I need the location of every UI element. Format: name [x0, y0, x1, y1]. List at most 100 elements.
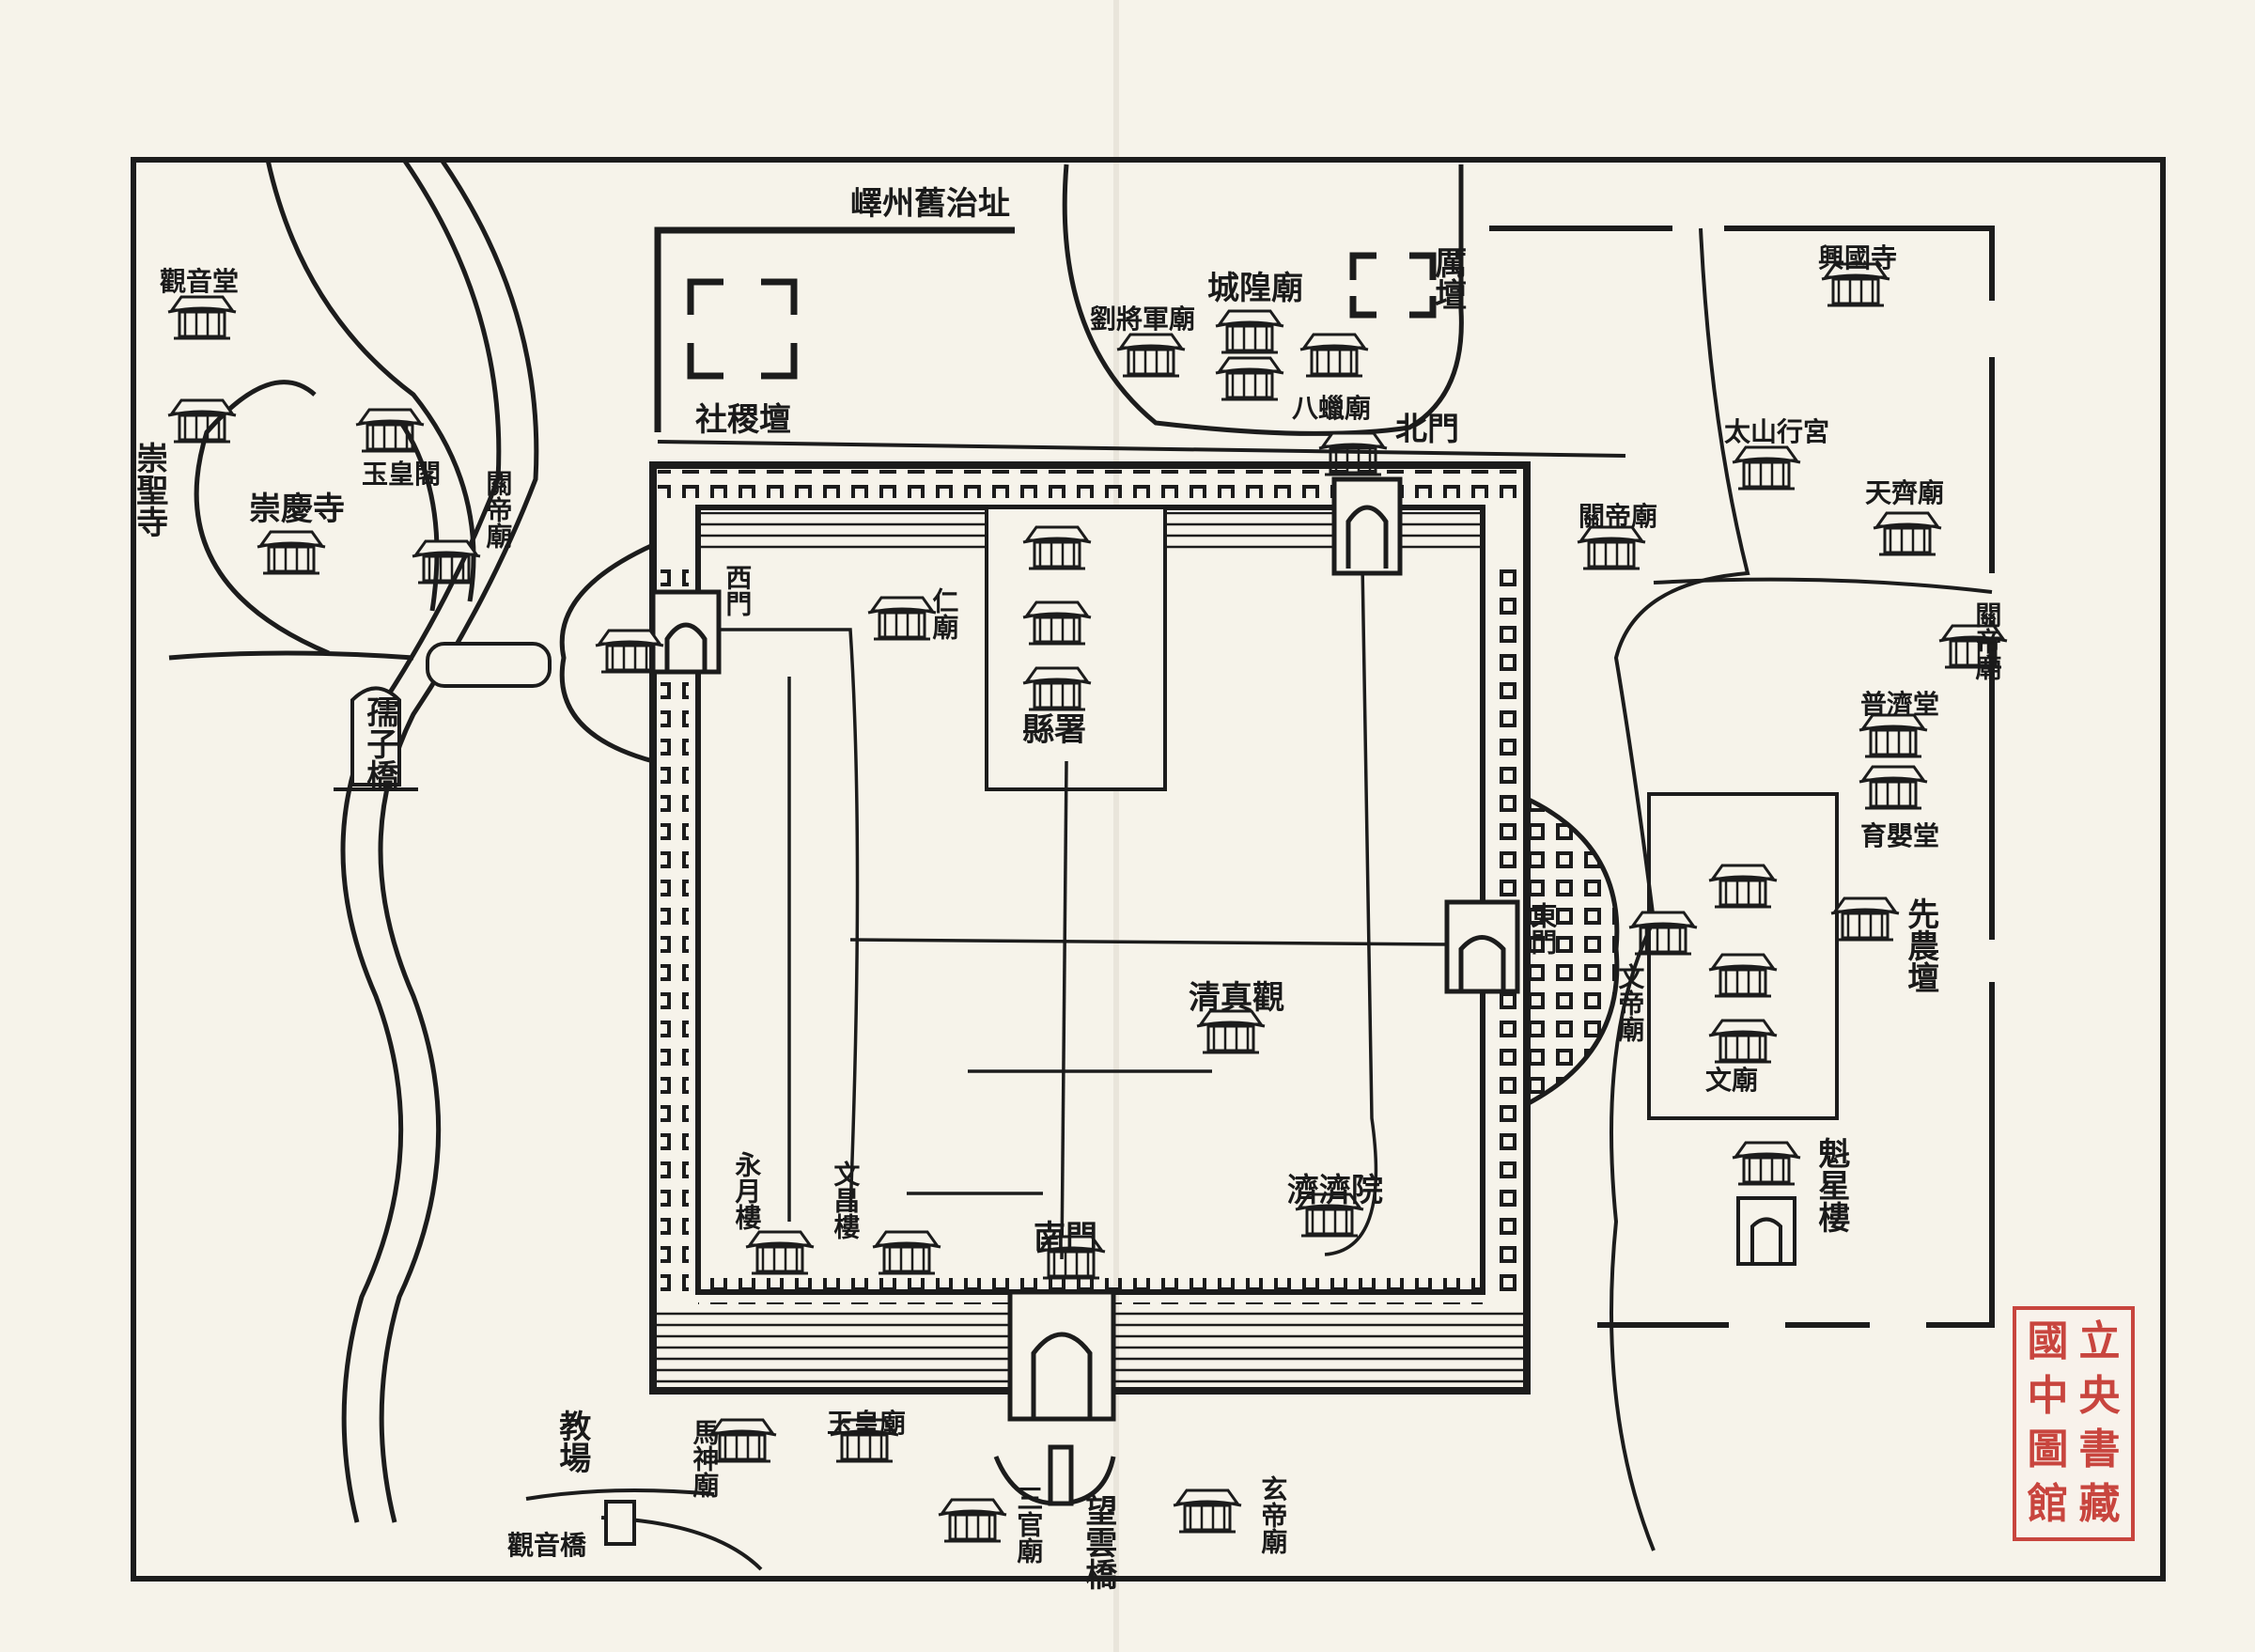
seal-char: 藏 — [2078, 1479, 2121, 1528]
west-bridge — [426, 642, 552, 688]
label-xiannong-tan: 先農壇 — [1901, 897, 1939, 993]
north-gate — [1331, 476, 1403, 576]
yamen-hall-3-icon — [1021, 666, 1093, 711]
east-road-2 — [1653, 577, 1993, 594]
seal-char: 立 — [2078, 1317, 2121, 1366]
label-guandi-miao-far-east: 關帝廟 — [1971, 601, 2003, 680]
seal-char: 國 — [2027, 1317, 2069, 1366]
label-renmiao: 仁廟 — [928, 587, 960, 640]
label-kuixing-lou: 魁星樓 — [1812, 1137, 1850, 1233]
label-yongyue-lou: 永月樓 — [731, 1151, 763, 1230]
east-road — [1610, 227, 1750, 1551]
label-chongsheng-si: 崇聖寺 — [130, 442, 168, 538]
chenghuang-temple-icon — [1214, 309, 1285, 354]
label-liu-jiangjun-miao: 劉將軍廟 — [1090, 304, 1196, 335]
label-taishan-xinggong: 太山行宮 — [1724, 416, 1830, 447]
sheji-compound — [654, 226, 1015, 432]
north-road — [657, 440, 1626, 458]
river — [168, 158, 539, 1523]
yuhuang-pavilion-icon — [354, 408, 426, 453]
label-guanyin-tang: 觀音堂 — [160, 266, 240, 297]
kuixing-tower-icon — [1731, 1141, 1802, 1186]
chenghuang-temple-hall-icon — [1214, 356, 1285, 401]
label-xingguo-si: 興國寺 — [1818, 242, 1898, 273]
bazha-temple-icon — [1299, 333, 1370, 378]
ren-temple-icon — [866, 596, 938, 641]
chenghuang-enclosure — [1062, 164, 1464, 436]
label-wenchang-lou: 文昌樓 — [830, 1161, 862, 1239]
taishan-palace-icon — [1731, 445, 1802, 491]
label-guanyin-qiao: 觀音橋 — [507, 1530, 587, 1561]
label-yuying-tang: 育嬰堂 — [1860, 820, 1940, 851]
tianqi-temple-icon — [1872, 511, 1943, 556]
guanyin-bridge — [604, 1500, 636, 1546]
ruzi-bridge-stele — [334, 686, 418, 791]
label-jiao-chang: 教場 — [552, 1410, 591, 1473]
puji-hall-icon — [1858, 713, 1929, 758]
label-xuandi-miao: 玄帝廟 — [1257, 1475, 1289, 1554]
yamen-hall-1-icon — [1021, 525, 1093, 570]
label-wen-miao: 文廟 — [1705, 1065, 1759, 1096]
label-yuhuang-ge: 玉皇閣 — [362, 459, 442, 490]
label-yuhuang-miao-south: 玉皇廟 — [827, 1408, 907, 1439]
chongqing-temple-icon — [256, 530, 327, 575]
yongyue-tower-icon — [744, 1230, 816, 1275]
label-jiji-yuan: 濟濟院 — [1287, 1172, 1383, 1209]
liu-general-temple-icon — [1115, 333, 1187, 378]
label-qingzhen-guan: 清真觀 — [1189, 979, 1284, 1017]
label-sanguan-miao: 三官廟 — [1013, 1485, 1045, 1564]
sanguan-temple-icon — [937, 1498, 1008, 1543]
yamen-hall-2-icon — [1021, 600, 1093, 646]
label-li-tan: 厲壇 — [1428, 246, 1467, 310]
label-guandi-miao-west: 關帝廟 — [482, 470, 514, 549]
seal-char: 中 — [2027, 1371, 2069, 1420]
yuying-hall-icon — [1858, 765, 1929, 810]
label-tianqi-miao: 天齊廟 — [1865, 477, 1945, 508]
seal-char: 書 — [2078, 1426, 2121, 1474]
wenmiao-hall-1-icon — [1707, 864, 1779, 909]
label-chenghuang-miao: 城隍廟 — [1207, 270, 1303, 307]
label-bei-men: 北門 — [1395, 411, 1459, 448]
east-outer-wall — [1489, 226, 1995, 1328]
label-dong-men: 東門 — [1527, 902, 1559, 955]
label-wangyu-qiao: 望雲橋 — [1079, 1494, 1117, 1590]
wall-west-crenel — [661, 559, 689, 1292]
guanyin-hall-icon — [166, 295, 238, 340]
xuandi-temple-icon — [1172, 1488, 1243, 1534]
label-nan-men: 南門 — [1034, 1219, 1097, 1256]
library-seal-stamp: 國 立 中 央 圖 書 館 藏 — [2013, 1306, 2135, 1541]
label-qiuzhou-site: 嶧州舊治址 — [850, 185, 1010, 223]
label-puji-tang: 普濟堂 — [1860, 689, 1940, 720]
seal-char: 館 — [2027, 1479, 2069, 1528]
guandi-temple-west-icon — [411, 539, 482, 584]
inner-streets — [700, 563, 1453, 1260]
south-gate — [993, 1289, 1116, 1506]
label-ruzi-qiao: 孺子橋 — [360, 695, 398, 791]
seal-char: 圖 — [2027, 1426, 2069, 1474]
label-sheji-tan: 社稷壇 — [695, 401, 791, 439]
wendi-temple-icon — [1627, 911, 1699, 956]
north-gate-tower-icon — [1317, 431, 1389, 476]
map-border — [131, 157, 2166, 1582]
label-mashen-miao: 馬神廟 — [689, 1419, 721, 1498]
label-xi-men: 西門 — [722, 564, 754, 616]
label-chongqing-si: 崇慶寺 — [249, 491, 345, 528]
guandi-temple-east-icon — [1576, 525, 1647, 570]
label-wendi-miao: 文帝廟 — [1614, 963, 1646, 1042]
label-xian-shu: 縣署 — [1022, 711, 1086, 749]
xiannong-altar-icon — [1829, 896, 1901, 942]
wenmiao-hall-2-icon — [1707, 953, 1779, 998]
li-altar — [1349, 252, 1437, 319]
qingzhen-guan-icon — [1195, 1009, 1267, 1054]
east-gate — [1444, 796, 1620, 1107]
page-fold — [1113, 0, 1119, 1652]
kuixing-gate-icon — [1736, 1196, 1796, 1266]
wenmiao-compound — [1647, 792, 1839, 1120]
west-gate-tower-icon — [594, 629, 665, 674]
south-road-west — [525, 1488, 715, 1501]
west-gate — [559, 542, 722, 764]
sheji-altar — [687, 278, 798, 380]
seal-char: 央 — [2078, 1371, 2121, 1420]
label-bazha-miao: 八蠟廟 — [1292, 393, 1372, 424]
